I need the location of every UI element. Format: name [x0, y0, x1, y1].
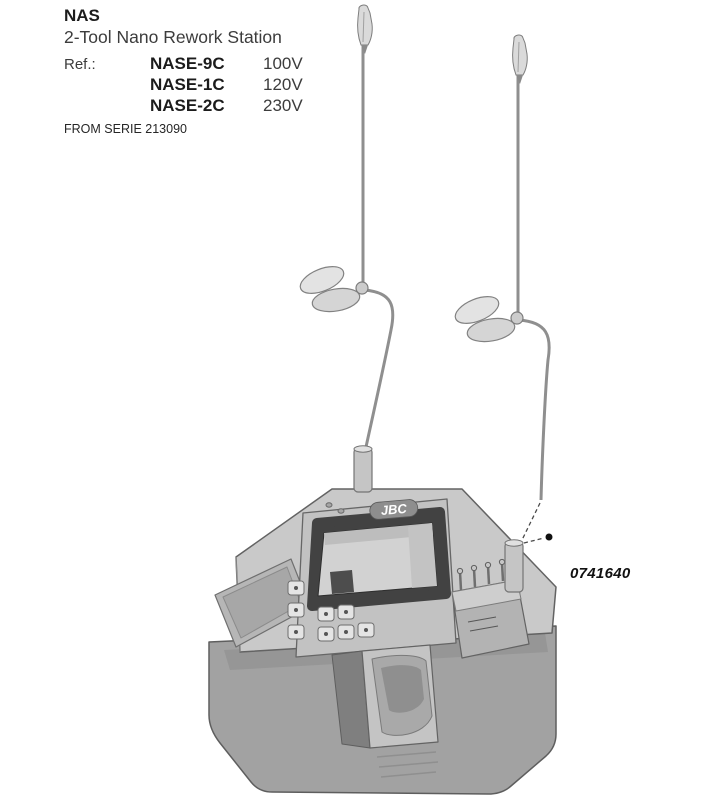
brand-logo: JBC — [369, 499, 419, 520]
module-markings — [467, 616, 499, 632]
model-row: NASE-1C 120V — [150, 74, 303, 95]
model-name: NASE-1C — [150, 75, 225, 94]
right-stand-wire — [518, 318, 551, 501]
key-glyphs — [294, 586, 368, 636]
model-voltage: 100V — [263, 54, 303, 73]
left-stand-post — [353, 445, 373, 493]
left-stand-wire — [363, 288, 395, 448]
brand-logo-text: JBC — [380, 501, 408, 518]
control-buttons — [287, 580, 375, 642]
right-stand-post — [504, 539, 524, 593]
product-info: NAS 2-Tool Nano Rework Station Ref.: NAS… — [64, 6, 303, 136]
port-contacts — [458, 562, 505, 591]
part-number-callout: 0741640 — [570, 565, 631, 582]
model-voltage: 120V — [263, 75, 303, 94]
model-list: NASE-9C 100V NASE-1C 120V NASE-2C 230V — [150, 53, 303, 116]
tool-port-module — [451, 558, 530, 659]
front-ridges — [376, 751, 439, 778]
reference-list: Ref.: NASE-9C 100V NASE-1C 120V NASE-2C … — [64, 53, 303, 116]
model-name: NASE-2C — [150, 96, 225, 115]
model-voltage: 230V — [263, 96, 303, 115]
series-note: FROM SERIE 213090 — [64, 122, 187, 136]
base-station: JBC — [208, 488, 557, 795]
right-tool-cradle — [454, 296, 524, 343]
product-subtitle: 2-Tool Nano Rework Station — [64, 27, 282, 47]
right-tool-stand — [454, 34, 553, 593]
part-callout-leader — [521, 502, 553, 544]
screen-side-column — [408, 523, 437, 588]
model-name: NASE-9C — [150, 54, 225, 73]
screen-header-band — [324, 523, 433, 545]
product-title: NAS — [64, 6, 100, 25]
ref-label: Ref.: — [64, 56, 96, 73]
model-row: NASE-2C 230V — [150, 95, 303, 116]
screen-dark-tile — [330, 570, 354, 594]
part-callout-dot — [545, 533, 553, 541]
model-row: NASE-9C 100V — [150, 53, 303, 74]
left-tool-stand — [299, 4, 395, 493]
tool-rest-funnel — [331, 644, 439, 778]
deck-screws — [325, 502, 345, 514]
left-tool — [357, 4, 373, 54]
right-tool — [512, 34, 528, 84]
control-panel: JBC — [295, 498, 457, 658]
port-contact-tips — [456, 558, 506, 575]
left-tool-cradle — [299, 266, 369, 313]
